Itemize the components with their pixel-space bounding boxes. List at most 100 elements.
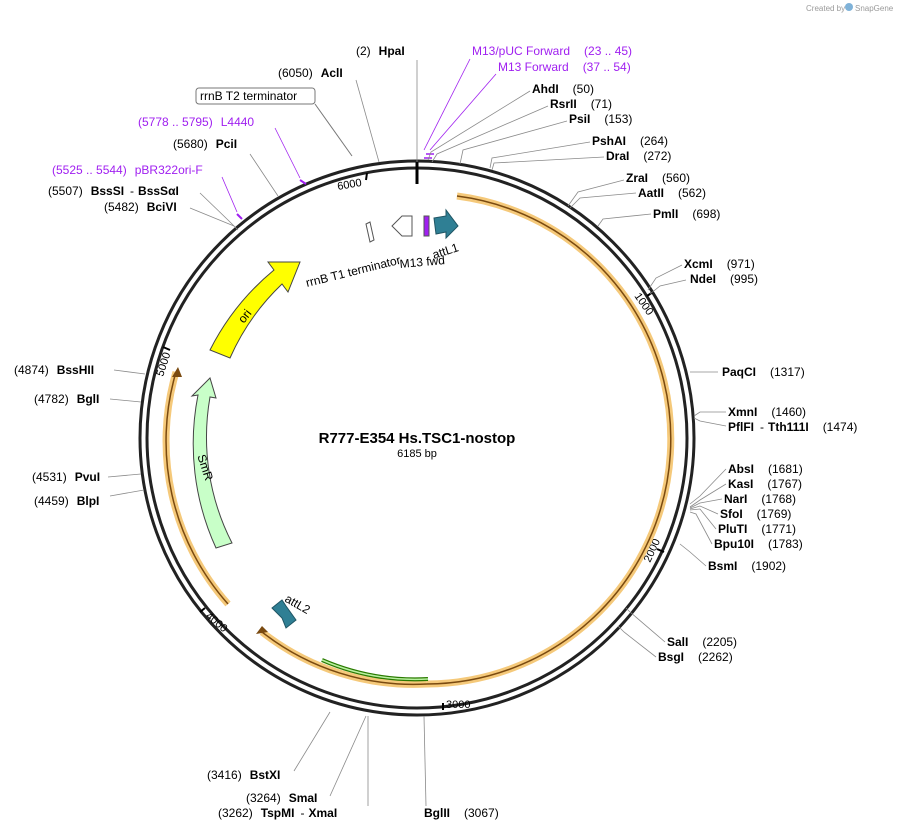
enzyme-rsrii: RsrII(71) — [550, 97, 612, 111]
enzyme-separator: - — [130, 184, 134, 198]
enzyme-pshai-name: PshAI — [592, 134, 626, 148]
m13-puc-leader — [423, 58, 471, 151]
enzyme-paqci-pos: (1317) — [770, 365, 805, 379]
enzyme-kasi-pos: (1767) — [767, 477, 802, 491]
orf-features — [162, 192, 675, 688]
enzyme-bsssi-name: BssSI — [91, 184, 124, 198]
enzyme-pflfi-name: PflFI — [728, 420, 754, 434]
pcii-leader — [249, 153, 279, 197]
rrnb-t1-arrow — [391, 215, 413, 237]
m13-fwd-primer-leader — [429, 73, 497, 151]
enzyme-smai-name: SmaI — [289, 791, 318, 805]
enzyme-bpu10i: Bpu10I (1783) — [714, 537, 803, 551]
enzyme-pcii-name: PciI — [216, 137, 237, 151]
tsc1-orf-arc — [426, 195, 672, 685]
enzyme-xcmi-name: XcmI — [684, 257, 713, 271]
enzyme-zrai-pos: (560) — [662, 171, 690, 185]
enzyme-bsgi: BsgI(2262) — [658, 650, 733, 664]
enzyme-tspmi: (3262)TspMI-XmaI — [218, 806, 337, 820]
bsmi-leader — [679, 543, 707, 567]
primer-pbr322ori-f-name: pBR322ori-F — [135, 163, 203, 177]
ahdi-leader — [427, 90, 531, 161]
enzyme-blpi: (4459)BlpI — [34, 494, 99, 508]
enzyme-pcii: (5680)PciI — [173, 137, 237, 151]
enzyme-pshai-pos: (264) — [640, 134, 668, 148]
credit-brand: SnapGene — [855, 4, 894, 13]
primer-m13-puc-range: (23 .. 45) — [584, 44, 632, 58]
enzyme-absi-pos: (1681) — [768, 462, 803, 476]
xmni-leader — [693, 411, 726, 417]
green-feature-inner — [321, 659, 429, 681]
enzyme-bstxi-pos: (3416) — [207, 768, 242, 782]
orf-tail-highlight — [259, 629, 428, 688]
enzyme-separator: - — [760, 420, 764, 434]
ori-feature: ori — [209, 261, 301, 359]
enzyme-bsshii-pos: (4874) — [14, 363, 49, 377]
enzyme-bpu10i-name: Bpu10I — [714, 537, 754, 551]
absi-leader — [689, 468, 727, 505]
primer-pbr322ori-f-range: (5525 .. 5544) — [52, 163, 127, 177]
enzyme-psii-pos: (153) — [604, 112, 632, 126]
primer-m13-puc: M13/pUC Forward(23 .. 45) — [472, 44, 632, 58]
enzyme-blpi-name: BlpI — [77, 494, 100, 508]
bcivi-leader — [189, 207, 235, 227]
enzyme-pflfi: PflFI-Tth111I(1474) — [728, 420, 857, 434]
psii-leader — [459, 120, 568, 165]
rrnb-t2-box — [195, 87, 316, 105]
l4440-marker — [299, 179, 307, 185]
credit-text: Created by — [806, 4, 845, 13]
enzyme-bpu10i-pos: (1783) — [768, 537, 803, 551]
snapgene-credit: Created by SnapGene — [806, 3, 894, 13]
enzyme-separator: - — [300, 806, 304, 820]
primer-labels: M13/pUC Forward(23 .. 45) M13 Forward(37… — [52, 44, 632, 177]
enzyme-paqci: PaqCI(1317) — [722, 365, 805, 379]
smr-orf-arrowhead-icon — [172, 367, 182, 377]
nari-leader — [689, 498, 723, 509]
primer-l4440-range: (5778 .. 5795) — [138, 115, 213, 129]
attl1-arrow — [433, 208, 459, 240]
enzyme-pvui-name: PvuI — [75, 470, 100, 484]
rrnb-t1-label: rrnB T1 terminator — [304, 253, 402, 290]
orf-arrowhead-icon — [256, 626, 268, 634]
enzyme-bsgi-pos: (2262) — [698, 650, 733, 664]
enzyme-bgli-pos: (4782) — [34, 392, 69, 406]
smr-feature: SmR — [190, 377, 233, 549]
tick-6000-label: 6000 — [336, 177, 362, 193]
enzyme-ahdi-pos: (50) — [573, 82, 594, 96]
ndei-leader — [649, 279, 687, 295]
bsgi-leader — [617, 625, 657, 658]
rrnb-t2-marker — [365, 221, 375, 243]
enzyme-kasi-name: KasI — [728, 477, 753, 491]
primer-l4440: (5778 .. 5795)L4440 — [138, 115, 254, 129]
pluti-leader — [689, 508, 717, 530]
enzyme-pvui-pos: (4531) — [32, 470, 67, 484]
attl2-arrow — [271, 599, 297, 629]
enzyme-xcmi-pos: (971) — [727, 257, 755, 271]
enzyme-ndei: NdeI(995) — [690, 272, 758, 286]
enzyme-aatii-pos: (562) — [678, 186, 706, 200]
enzyme-kasi: KasI (1767) — [728, 477, 802, 491]
m13-fwd-label: M13 fwd — [399, 253, 445, 271]
enzyme-tspmi-name: TspMI — [261, 806, 295, 820]
enzyme-bsshii: (4874)BssHII — [14, 363, 94, 377]
rrnb-t2-leader — [314, 103, 353, 157]
enzyme-hpai: (2)HpaI — [356, 44, 405, 58]
enzyme-pmli: PmlI(698) — [653, 207, 720, 221]
enzyme-sfoi-name: SfoI — [720, 507, 743, 521]
enzyme-rsrii-pos: (71) — [591, 97, 612, 111]
enzyme-acli-pos: (6050) — [278, 66, 313, 80]
tick-2000-line — [656, 548, 665, 553]
bgli-leader — [109, 398, 142, 403]
zrai-leader — [567, 179, 625, 207]
kasi-leader — [689, 483, 727, 508]
enzyme-bsssi: (5507) BssSI-BssSαI — [48, 184, 179, 198]
enzyme-bsmi-pos: (1902) — [751, 559, 786, 573]
enzyme-bsssi-pos: (5507) — [48, 184, 83, 198]
enzyme-sali-name: SalI — [667, 635, 688, 649]
enzyme-nari-name: NarI — [724, 492, 747, 506]
enzyme-nari-pos: (1768) — [761, 492, 796, 506]
enzyme-pmli-name: PmlI — [653, 207, 678, 221]
enzyme-bcivi-pos: (5482) — [104, 200, 139, 214]
enzyme-bsssai-name: BssSαI — [138, 184, 179, 198]
pshai-leader — [489, 141, 591, 169]
